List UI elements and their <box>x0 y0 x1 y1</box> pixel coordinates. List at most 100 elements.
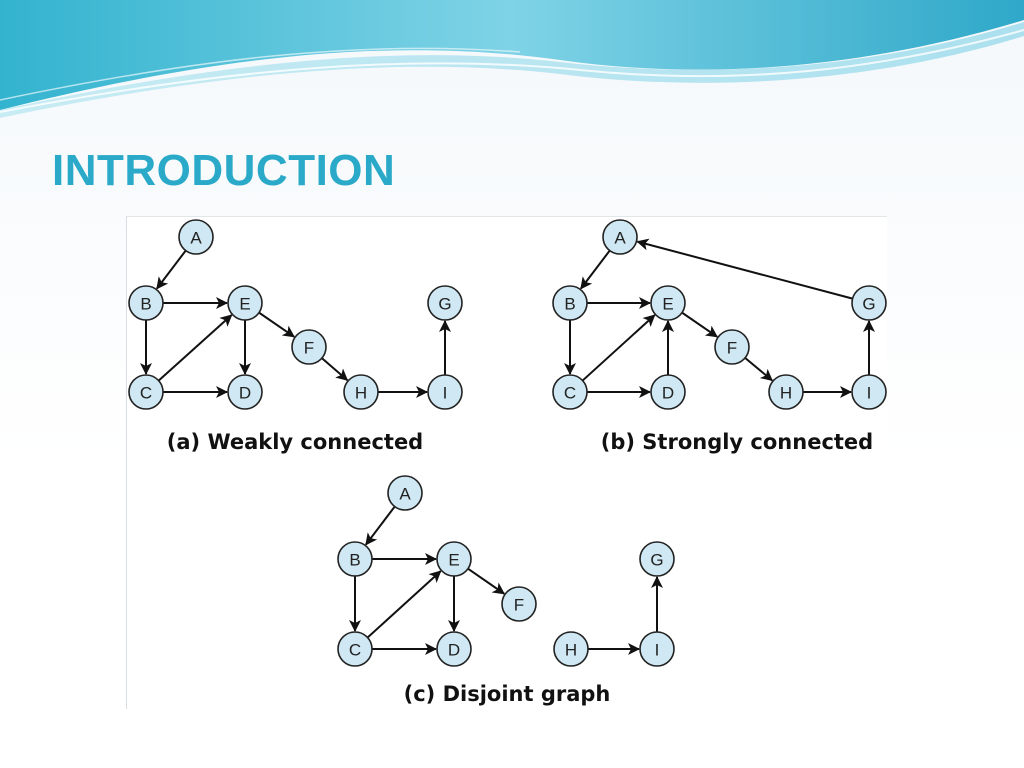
node-label: A <box>399 485 411 504</box>
node-label: G <box>438 295 451 314</box>
graph-figure: A B E F G C D H I A B E F G C D H I A B E F C D H I G (a) Weakly c… <box>126 216 887 709</box>
node-circle <box>552 374 588 410</box>
caption-c: (c) Disjoint graph <box>404 682 611 706</box>
node-c-a: A <box>387 475 423 511</box>
node-label: F <box>727 339 737 358</box>
node-b-b: B <box>552 285 588 321</box>
node-circle <box>639 541 675 577</box>
node-circle <box>602 219 638 255</box>
node-c-i: I <box>639 631 675 667</box>
node-b-h: H <box>768 374 804 410</box>
node-label: C <box>564 384 576 403</box>
node-b-d: D <box>650 374 686 410</box>
node-circle <box>552 285 588 321</box>
node-label: G <box>650 551 663 570</box>
edge-b-g-to-a <box>636 238 853 300</box>
node-label: C <box>349 641 361 660</box>
node-label: A <box>190 229 202 248</box>
node-a-h: H <box>343 374 379 410</box>
node-b-c: C <box>552 374 588 410</box>
node-circle <box>227 374 263 410</box>
node-circle <box>128 374 164 410</box>
node-a-g: G <box>427 285 463 321</box>
edge-a-a-to-b <box>156 249 187 290</box>
node-label: I <box>655 641 660 660</box>
node-label: E <box>239 295 250 314</box>
node-circle <box>291 329 327 365</box>
node-circle <box>343 374 379 410</box>
node-c-e: E <box>436 541 472 577</box>
edge-a-c-to-e <box>157 314 233 382</box>
node-circle <box>337 541 373 577</box>
node-circle <box>650 374 686 410</box>
node-label: D <box>239 384 251 403</box>
node-circle <box>227 285 263 321</box>
node-c-g: G <box>639 541 675 577</box>
header-wave-decoration <box>0 0 1024 118</box>
edge-c-a-to-b <box>365 505 396 546</box>
node-circle <box>851 374 887 410</box>
node-label: C <box>140 384 152 403</box>
node-label: H <box>565 641 577 660</box>
edge-b-a-to-b <box>580 249 611 290</box>
node-b-e: E <box>650 285 686 321</box>
node-label: B <box>564 295 575 314</box>
edge-c-e-to-f <box>467 567 506 595</box>
node-label: H <box>780 384 792 403</box>
node-circle <box>427 374 463 410</box>
node-b-i: I <box>851 374 887 410</box>
graph-diagrams-canvas: A B E F G C D H I A B E F G C D H I A B E F C D H I G (a) Weakly c… <box>128 219 887 706</box>
caption-b: (b) Strongly connected <box>601 430 873 454</box>
node-b-f: F <box>714 329 750 365</box>
node-label: A <box>614 229 626 248</box>
node-label: E <box>662 295 673 314</box>
edge-b-c-to-e <box>581 314 656 382</box>
slide-title: INTRODUCTION <box>52 146 396 195</box>
caption-a: (a) Weakly connected <box>167 430 423 454</box>
node-circle <box>501 586 537 622</box>
node-a-d: D <box>227 374 263 410</box>
node-circle <box>337 631 373 667</box>
node-circle <box>436 631 472 667</box>
edge-a-e-to-f <box>258 311 295 338</box>
node-circle <box>851 285 887 321</box>
node-a-a: A <box>178 219 214 255</box>
node-label: D <box>448 641 460 660</box>
edge-a-f-to-h <box>321 357 349 381</box>
node-c-h: H <box>553 631 589 667</box>
node-c-d: D <box>436 631 472 667</box>
node-b-g: G <box>851 285 887 321</box>
node-label: E <box>448 551 459 570</box>
node-circle <box>768 374 804 410</box>
edge-b-e-to-f <box>681 311 718 338</box>
node-label: F <box>304 339 314 358</box>
node-label: F <box>514 596 524 615</box>
node-circle <box>427 285 463 321</box>
node-circle <box>178 219 214 255</box>
node-label: G <box>862 295 875 314</box>
node-b-a: A <box>602 219 638 255</box>
node-c-b: B <box>337 541 373 577</box>
node-circle <box>714 329 750 365</box>
node-c-c: C <box>337 631 373 667</box>
node-circle <box>387 475 423 511</box>
node-label: I <box>443 384 448 403</box>
node-label: I <box>867 384 872 403</box>
node-label: D <box>662 384 674 403</box>
node-circle <box>553 631 589 667</box>
node-c-f: F <box>501 586 537 622</box>
node-a-b: B <box>128 285 164 321</box>
node-label: B <box>140 295 151 314</box>
node-circle <box>650 285 686 321</box>
node-a-i: I <box>427 374 463 410</box>
node-circle <box>128 285 164 321</box>
node-circle <box>639 631 675 667</box>
node-a-e: E <box>227 285 263 321</box>
node-a-c: C <box>128 374 164 410</box>
node-label: H <box>355 384 367 403</box>
node-circle <box>436 541 472 577</box>
node-a-f: F <box>291 329 327 365</box>
edge-c-c-to-e <box>366 570 442 639</box>
node-label: B <box>349 551 360 570</box>
edge-b-f-to-h <box>744 357 773 382</box>
